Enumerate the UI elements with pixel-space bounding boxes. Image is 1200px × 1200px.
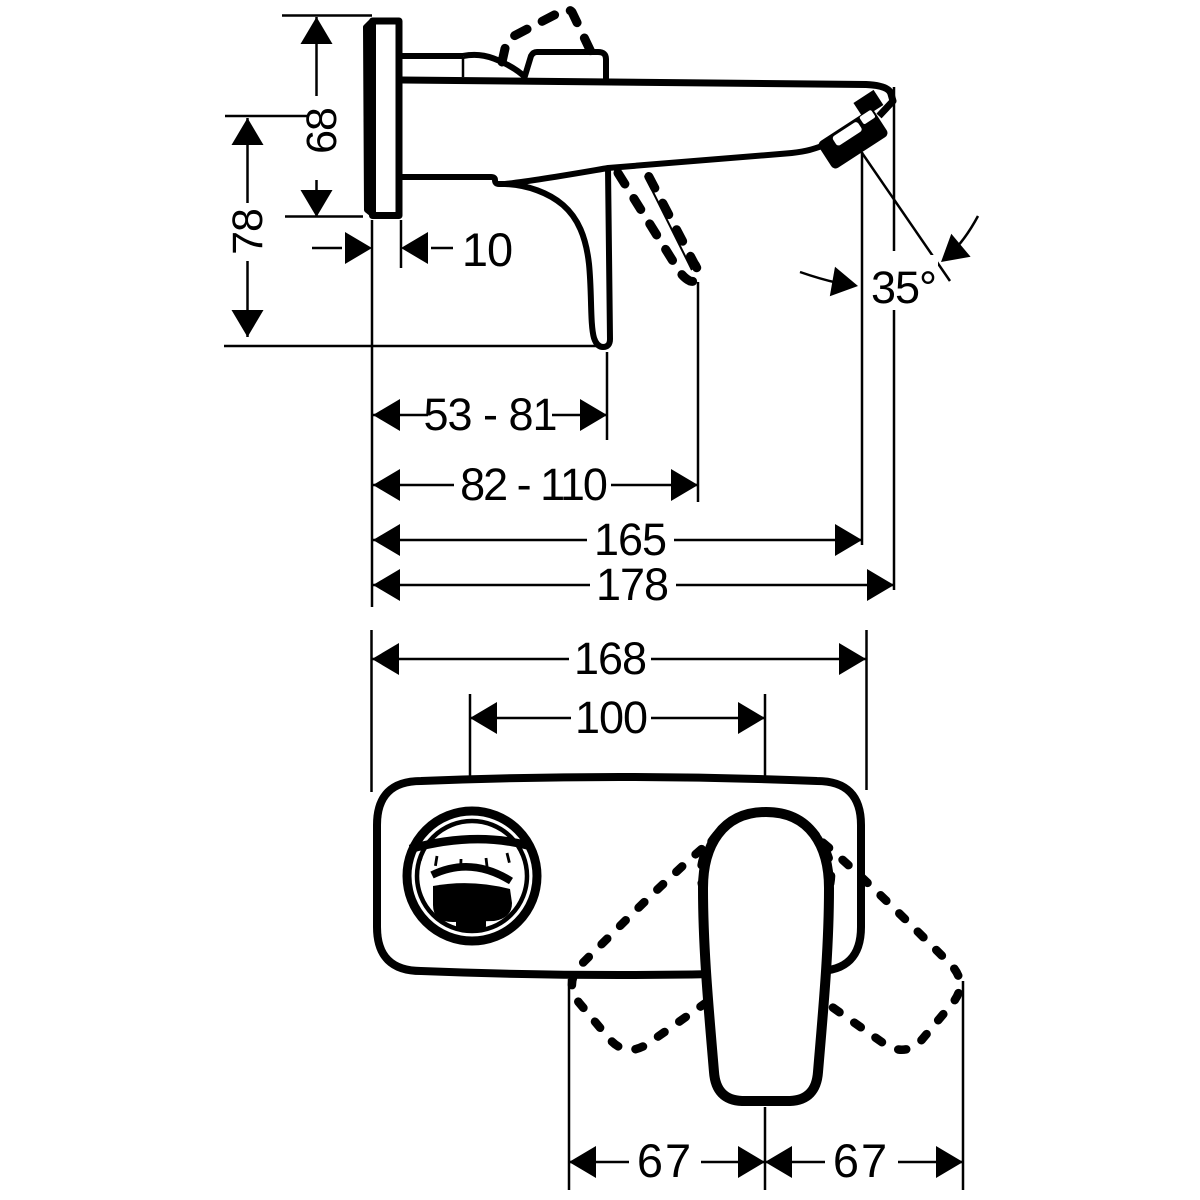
svg-text:67: 67	[833, 1134, 889, 1187]
svg-text:10: 10	[462, 223, 512, 276]
svg-text:67: 67	[637, 1134, 693, 1187]
svg-text:35°: 35°	[871, 262, 936, 313]
svg-text:165: 165	[594, 514, 666, 565]
svg-text:82 - 110: 82 - 110	[460, 459, 607, 510]
svg-text:178: 178	[596, 559, 668, 610]
svg-text:78: 78	[224, 209, 272, 255]
svg-text:53 - 81: 53 - 81	[423, 389, 556, 440]
svg-text:168: 168	[574, 633, 646, 684]
svg-text:100: 100	[575, 692, 647, 743]
